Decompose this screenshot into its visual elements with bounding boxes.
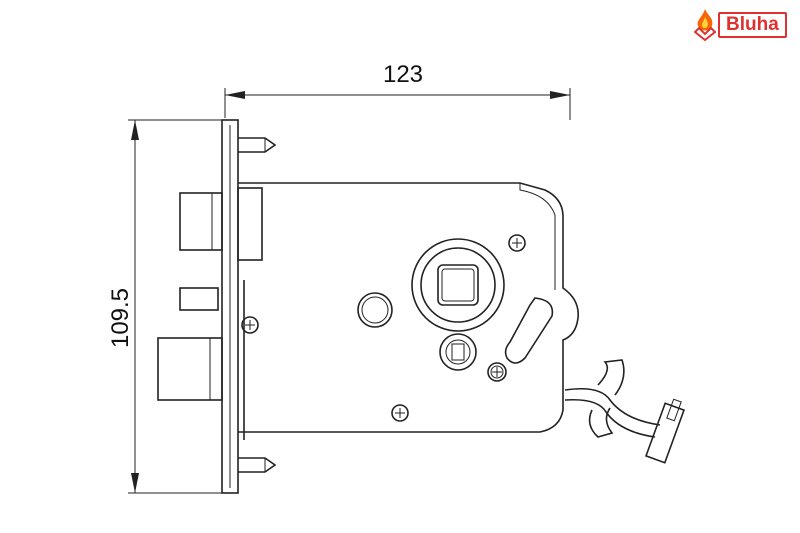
screws: [241, 234, 526, 422]
height-dimension: 109.5: [107, 119, 225, 494]
brand-logo: Bluha: [694, 8, 787, 42]
hole: [357, 292, 393, 328]
keyhole-slot: [504, 297, 554, 364]
flame-icon: [694, 9, 716, 42]
height-label: 109.5: [107, 288, 134, 348]
bolts: [157, 187, 263, 440]
brand-name: Bluha: [718, 12, 787, 38]
cylinder-cam: [439, 333, 477, 371]
screw-icon: [487, 362, 507, 382]
width-label: 123: [383, 61, 423, 88]
faceplate: [221, 119, 277, 494]
screw-icon: [391, 404, 409, 422]
spindle-hub: [411, 238, 505, 332]
screw-icon: [508, 234, 526, 252]
screw-icon: [241, 316, 259, 334]
width-dimension: 123: [224, 61, 571, 120]
lock-case: [238, 182, 580, 433]
cable-connector: [564, 359, 685, 464]
